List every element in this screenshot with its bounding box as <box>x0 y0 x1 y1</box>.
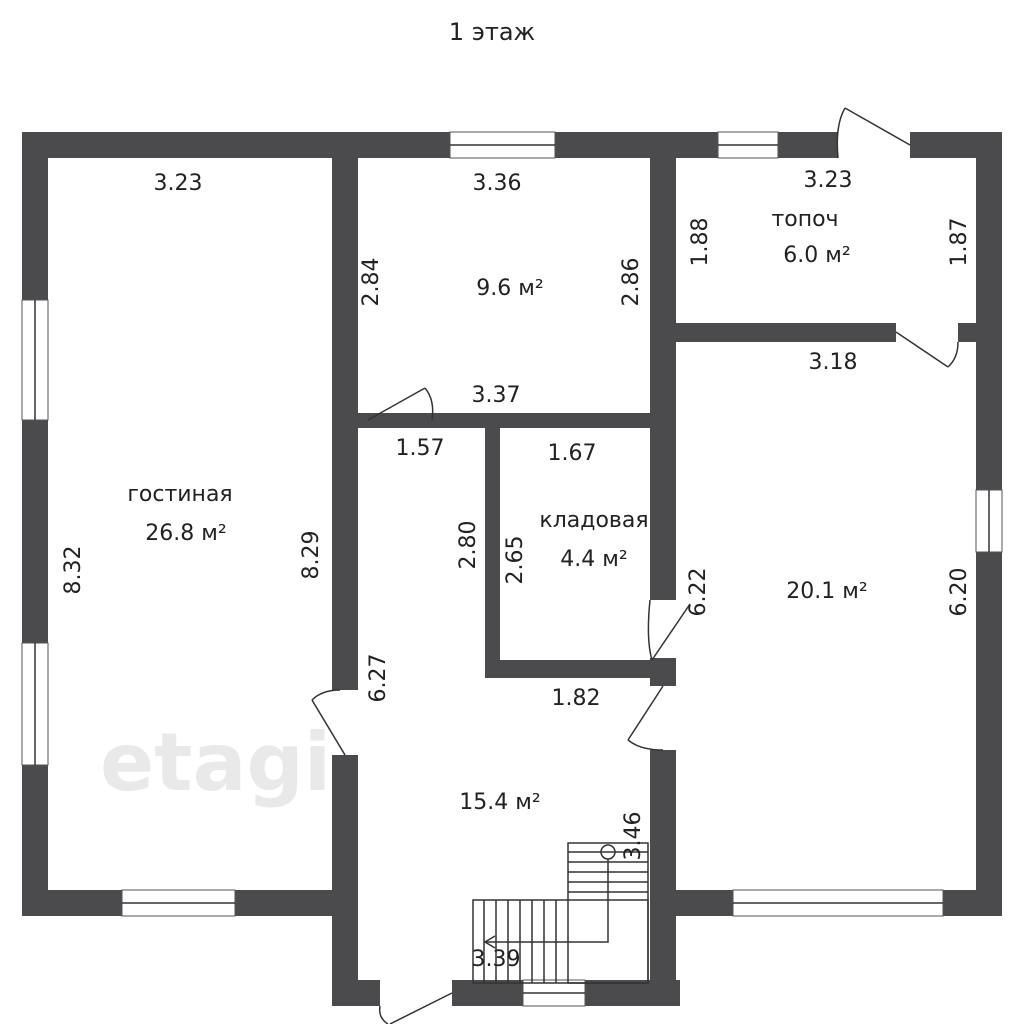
dimension: 1.57 <box>396 436 445 461</box>
dimension: 3.46 <box>621 812 646 861</box>
dimension: 3.23 <box>154 171 203 196</box>
dimension: 1.88 <box>688 218 713 267</box>
dimension: 2.86 <box>619 258 644 307</box>
dimension: 6.27 <box>366 654 391 703</box>
dimension: 3.18 <box>809 350 858 375</box>
watermark: etagi <box>100 716 331 809</box>
dimension: 3.23 <box>804 168 853 193</box>
dimension: 8.32 <box>61 546 86 595</box>
room-name: кладовая <box>539 508 648 533</box>
dimension: 3.39 <box>472 947 521 972</box>
room-area: 15.4 м² <box>459 790 540 815</box>
room-living: гостиная 26.8 м² 3.23 8.32 8.29 <box>61 171 324 594</box>
room-hall: 15.4 м² 1.57 2.80 6.27 3.46 3.39 <box>366 436 646 972</box>
doors <box>311 107 959 1024</box>
room-area: 6.0 м² <box>783 243 850 268</box>
room-area: 20.1 м² <box>786 579 867 604</box>
room-boiler: топоч 6.0 м² 3.23 1.88 1.87 <box>688 168 972 268</box>
room-area: 26.8 м² <box>145 521 226 546</box>
dimension: 2.84 <box>359 258 384 307</box>
room-area: 4.4 м² <box>560 547 627 572</box>
room-name: гостиная <box>127 482 232 507</box>
room-storage: кладовая 4.4 м² 1.67 2.65 1.82 <box>503 441 649 711</box>
room-96: 9.6 м² 3.36 2.84 2.86 3.37 <box>359 171 644 408</box>
room-area: 9.6 м² <box>476 276 543 301</box>
dimension: 6.22 <box>686 568 711 617</box>
room-201: 20.1 м² 3.18 6.22 6.20 <box>686 350 972 616</box>
dimension: 3.36 <box>473 171 522 196</box>
dimension: 6.20 <box>947 568 972 617</box>
dimension: 1.82 <box>552 686 601 711</box>
room-name: топоч <box>771 207 838 232</box>
dimension: 8.29 <box>299 531 324 580</box>
windows <box>21 131 1003 1007</box>
dimension: 1.87 <box>947 218 972 267</box>
floor-title: 1 этаж <box>449 18 535 46</box>
dimension: 1.67 <box>548 441 597 466</box>
dimension: 3.37 <box>472 383 521 408</box>
staircase <box>472 842 649 984</box>
dimension: 2.80 <box>456 521 481 570</box>
dimension: 2.65 <box>503 536 528 585</box>
